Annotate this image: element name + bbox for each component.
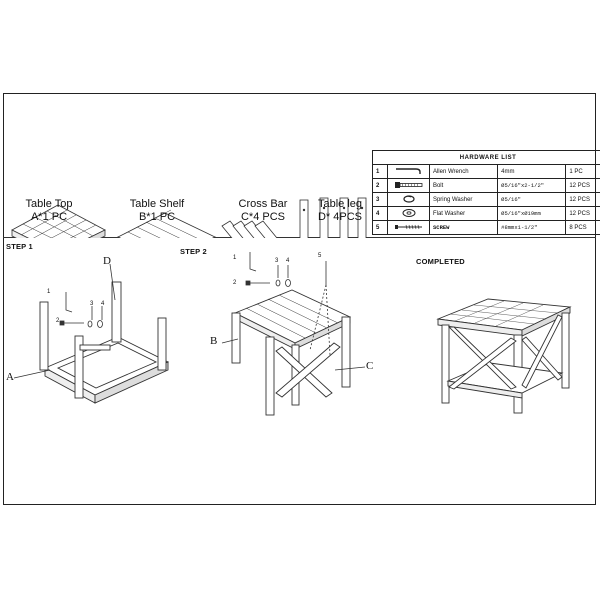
hardware-size: Ø5/16" bbox=[497, 192, 567, 207]
hardware-no: 2 bbox=[371, 178, 389, 193]
callout-1-step2: 1 bbox=[233, 255, 237, 261]
part-name: Table leg bbox=[317, 198, 363, 210]
screw-icon bbox=[394, 224, 422, 229]
hardware-size: Ø5/16"xØ19mm bbox=[497, 206, 567, 221]
hardware-size: #8mmx1-1/2" bbox=[497, 220, 567, 235]
hardware-name: Bolt bbox=[428, 178, 499, 193]
callout-4-step2: 4 bbox=[286, 258, 290, 264]
step-1-label: STEP 1 bbox=[6, 242, 33, 251]
part-name: Table Shelf bbox=[129, 198, 185, 210]
hardware-name: Flat Washer bbox=[428, 206, 499, 221]
hardware-list-table: HARDWARE LIST 1 Allen Wrench 4mm 1 PC 2 bbox=[371, 150, 600, 235]
hardware-header-row: HARDWARE LIST bbox=[372, 150, 600, 165]
hardware-size: 4mm bbox=[497, 164, 567, 179]
part-label-table-leg: Table leg D* 4PCS bbox=[305, 198, 375, 224]
completed-label: COMPLETED bbox=[416, 257, 465, 266]
hardware-name: Spring Washer bbox=[428, 192, 499, 207]
part-qty: A*1 PC bbox=[30, 211, 68, 223]
hardware-icon-cell bbox=[387, 206, 430, 221]
hardware-size: Ø5/16"x2-1/2" bbox=[497, 178, 567, 193]
callout-4-step1: 4 bbox=[101, 301, 105, 307]
parts-illustrations bbox=[11, 197, 367, 238]
hardware-no: 3 bbox=[371, 192, 389, 207]
hardware-qty: 1 PC bbox=[565, 164, 600, 179]
hardware-qty: 8 PCS bbox=[565, 220, 600, 235]
part-label-table-top: Table Top A*1 PC bbox=[14, 198, 84, 224]
flat-washer-icon bbox=[402, 208, 416, 217]
part-qty: D* 4PCS bbox=[317, 211, 363, 223]
hardware-no: 1 bbox=[371, 164, 389, 179]
hardware-qty: 12 PCS bbox=[565, 206, 600, 221]
callout-d: D bbox=[103, 255, 111, 267]
part-name: Table Top bbox=[25, 198, 73, 210]
sheet-frame bbox=[3, 93, 596, 505]
cross-bar-drawing bbox=[221, 220, 278, 238]
part-name: Cross Bar bbox=[238, 198, 288, 210]
hardware-title: HARDWARE LIST bbox=[372, 150, 600, 165]
hardware-row: 5 SCREW #8mmx1-1/2" 8 PCS bbox=[371, 220, 600, 235]
callout-c: C bbox=[366, 360, 374, 372]
callout-5-step2: 5 bbox=[318, 253, 322, 259]
hardware-no: 4 bbox=[371, 206, 389, 221]
hardware-icon-cell bbox=[387, 220, 430, 235]
hardware-qty: 12 PCS bbox=[565, 178, 600, 193]
hardware-icon-cell bbox=[387, 164, 430, 179]
hardware-row: 2 Bolt Ø5/16"x2-1/2" 12 PCS bbox=[371, 178, 600, 193]
step-2-drawing bbox=[221, 252, 366, 416]
callout-b: B bbox=[210, 335, 218, 347]
part-label-table-shelf: Table Shelf B*1 PC bbox=[118, 198, 196, 224]
step-2-label: STEP 2 bbox=[180, 247, 207, 256]
hardware-icon-cell bbox=[387, 178, 430, 193]
hardware-icon-cell bbox=[387, 192, 430, 207]
parts-divider bbox=[3, 237, 596, 238]
step-1-drawing bbox=[13, 263, 170, 404]
hardware-row: 3 Spring Washer Ø5/16" 12 PCS bbox=[371, 192, 600, 207]
callout-2-step2: 2 bbox=[233, 280, 237, 286]
hardware-qty: 12 PCS bbox=[565, 192, 600, 207]
table-leg-drawing bbox=[299, 197, 367, 238]
hardware-name: Allen Wrench bbox=[428, 164, 499, 179]
hardware-row: 4 Flat Washer Ø5/16"xØ19mm 12 PCS bbox=[371, 206, 600, 221]
hardware-name: SCREW bbox=[428, 220, 499, 235]
allen-wrench-icon bbox=[395, 167, 421, 174]
part-qty: C*4 PCS bbox=[240, 211, 286, 223]
completed-table-drawing bbox=[436, 298, 572, 414]
callout-2-step1: 2 bbox=[56, 318, 60, 324]
spring-washer-icon bbox=[403, 194, 415, 203]
part-label-cross-bar: Cross Bar C*4 PCS bbox=[224, 198, 302, 224]
callout-3-step1: 3 bbox=[90, 301, 94, 307]
bolt-icon bbox=[394, 181, 423, 188]
callout-1-step1: 1 bbox=[47, 289, 51, 295]
part-qty: B*1 PC bbox=[138, 211, 176, 223]
table-top-drawing bbox=[11, 204, 106, 238]
callout-3-step2: 3 bbox=[275, 258, 279, 264]
hardware-row: 1 Allen Wrench 4mm 1 PC bbox=[371, 164, 600, 179]
table-shelf-drawing bbox=[117, 209, 216, 238]
callout-a: A bbox=[6, 371, 14, 383]
hardware-no: 5 bbox=[371, 220, 389, 235]
